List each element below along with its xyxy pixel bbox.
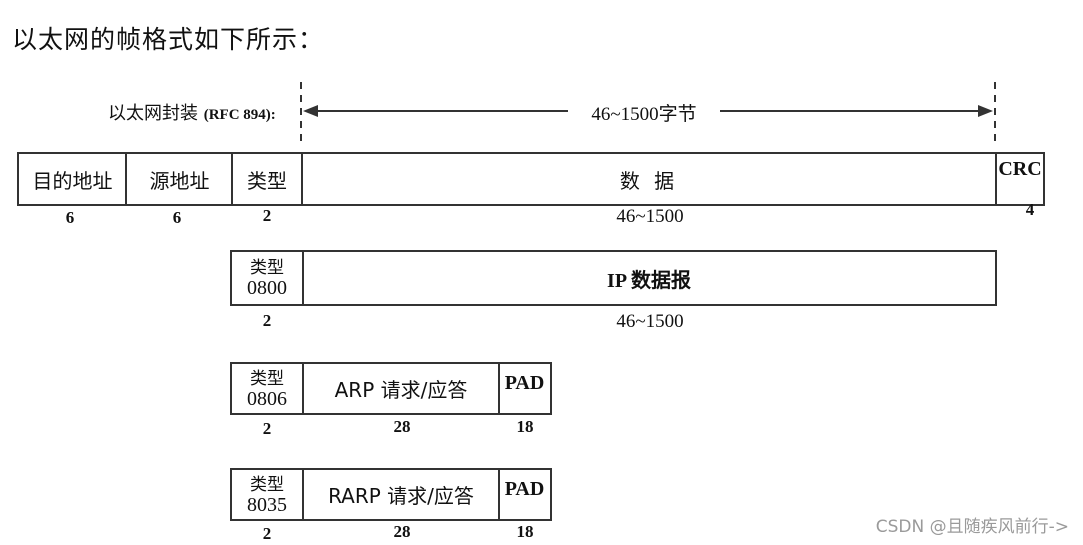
- field-type: 类型: [247, 168, 287, 193]
- size-crc: 4: [1025, 200, 1035, 219]
- ip-payload: IP 数据报: [607, 269, 691, 292]
- encapsulation-label: 以太网封装 (RFC 894):: [108, 99, 276, 125]
- rarp-type-code: 8035: [247, 493, 287, 516]
- field-data: 数 据: [619, 168, 679, 193]
- size-dest-address: 6: [65, 208, 75, 227]
- rarp-payload: RARP 请求/应答: [328, 484, 474, 508]
- arp-frame: 类型 0806 ARP 请求/应答 PAD: [230, 362, 552, 415]
- page-heading: 以太网的帧格式如下所示：: [12, 25, 325, 54]
- range-arrow-left-head: [303, 105, 318, 117]
- ethernet-frame: 目的地址 源地址 类型 数 据 CRC: [17, 152, 1045, 206]
- size-type: 2: [262, 206, 272, 225]
- ip-frame: 类型 0800 IP 数据报: [230, 250, 997, 306]
- arp-payload: ARP 请求/应答: [334, 378, 468, 402]
- ip-payload-size: 46~1500: [616, 311, 684, 332]
- rarp-pad-size: 18: [516, 522, 534, 541]
- arp-type-code: 0806: [247, 387, 287, 410]
- field-src-address: 源地址: [149, 168, 210, 193]
- encapsulation-ref: (RFC 894):: [203, 107, 276, 123]
- rarp-payload-size: 28: [393, 522, 411, 541]
- arp-type-label: 类型: [250, 368, 284, 389]
- encapsulation-title: 以太网封装: [108, 103, 198, 124]
- arp-payload-size: 28: [393, 417, 411, 436]
- range-arrow-right-head: [978, 105, 993, 117]
- watermark: CSDN @且随疾风前行->: [875, 517, 1069, 537]
- ip-type-label: 类型: [250, 258, 284, 278]
- arp-pad-size: 18: [516, 417, 534, 436]
- rarp-pad: PAD: [504, 478, 545, 500]
- rarp-type-cell: 类型 8035: [232, 470, 302, 519]
- size-data: 46~1500: [616, 206, 684, 227]
- rarp-type-label: 类型: [250, 474, 284, 495]
- field-dest-address: 目的地址: [32, 168, 113, 193]
- ip-type-size: 2: [262, 311, 272, 330]
- arp-type-size: 2: [262, 419, 272, 438]
- rarp-frame: 类型 8035 RARP 请求/应答 PAD: [230, 468, 552, 521]
- size-src-address: 6: [172, 208, 182, 227]
- range-text: 46~1500字节: [591, 104, 697, 125]
- ip-type-cell: 类型 0800: [232, 252, 302, 304]
- ip-type-code: 0800: [247, 277, 287, 299]
- arp-type-cell: 类型 0806: [232, 364, 302, 413]
- arp-pad: PAD: [504, 372, 545, 394]
- field-crc: CRC: [998, 158, 1042, 180]
- rarp-type-size: 2: [262, 524, 272, 543]
